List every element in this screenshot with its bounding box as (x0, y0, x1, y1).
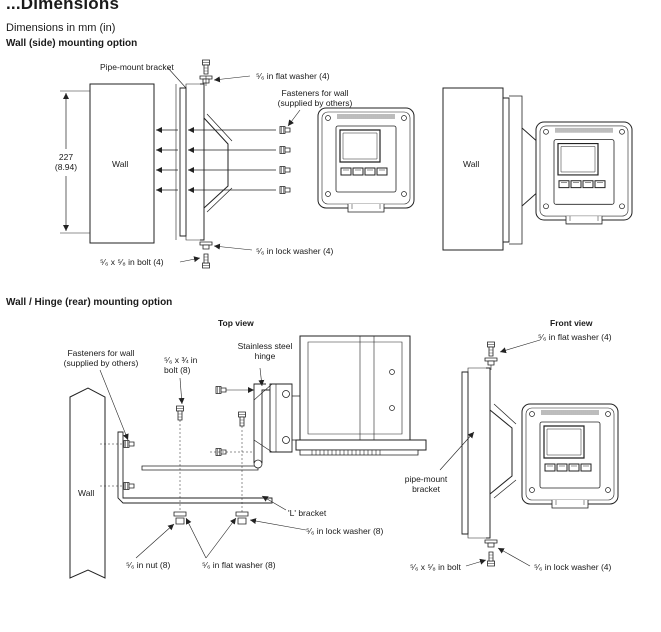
hinge-top-view (70, 336, 426, 578)
label-front-pipe-mount-bracket: pipe-mount bracket (396, 474, 456, 494)
section-heading-wall-side: Wall (side) mounting option (6, 38, 138, 49)
label-l-bracket: 'L' bracket (288, 508, 327, 518)
label-front-pipe-mount-line1: pipe-mount (404, 474, 448, 484)
label-wall-top-view: Wall (78, 488, 95, 498)
label-top-wall-fasteners-line1: Fasteners for wall (67, 348, 135, 358)
label-wall-right: Wall (463, 159, 480, 169)
label-wall-fasteners-line2: (supplied by others) (277, 98, 353, 108)
dimension-in-value: (8.94) (54, 162, 78, 172)
page-title: ...Dimensions (6, 0, 120, 13)
label-front-bolt: ⁵⁄₆ x ⁵⁄₈ in bolt (410, 562, 461, 572)
label-stainless-hinge: Stainless steel hinge (232, 341, 298, 361)
page-subtitle: Dimensions in mm (in) (6, 22, 116, 34)
label-bolt-8: ⁵⁄₆ x ¾ in bolt (8) (164, 355, 197, 375)
label-pipe-mount-bracket: Pipe-mount bracket (100, 62, 174, 72)
label-front-flat-washer-4: ⁵⁄₆ in flat washer (4) (538, 332, 612, 342)
label-bolt-8-line1: ⁵⁄₆ x ¾ in (164, 355, 198, 365)
wall-side-assembled-view (443, 88, 633, 250)
label-top-wall-fasteners: Fasteners for wall (supplied by others) (54, 348, 148, 368)
label-front-pipe-mount-line2: bracket (412, 484, 440, 494)
label-bolt-4: ⁵⁄₆ x ⁵⁄₈ in bolt (4) (100, 257, 164, 267)
wall-block (90, 84, 154, 243)
label-front-view: Front view (550, 318, 593, 328)
dimension-227-mm: 227 (8.94) (46, 152, 86, 172)
label-front-lock-washer-4: ⁵⁄₆ in lock washer (4) (534, 562, 612, 572)
label-stainless-hinge-line2: hinge (254, 351, 276, 361)
label-flat-washer-8: ⁵⁄₆ in flat washer (8) (202, 560, 276, 570)
label-flat-washer-4: ⁵⁄₆ in flat washer (4) (256, 71, 330, 81)
label-wall-left: Wall (112, 159, 129, 169)
label-lock-washer-8: ⁵⁄₆ in lock washer (8) (306, 526, 384, 536)
label-wall-fasteners-line1: Fasteners for wall (281, 88, 349, 98)
section-heading-wall-hinge: Wall / Hinge (rear) mounting option (6, 297, 173, 308)
label-nut-8: ⁵⁄₆ in nut (8) (126, 560, 171, 570)
hinge-front-view (440, 340, 619, 567)
label-wall-fasteners: Fasteners for wall (supplied by others) (268, 88, 362, 108)
label-top-view: Top view (218, 318, 254, 328)
label-lock-washer-4: ⁵⁄₆ in lock washer (4) (256, 246, 334, 256)
label-top-wall-fasteners-line2: (supplied by others) (63, 358, 139, 368)
label-stainless-hinge-line1: Stainless steel (237, 341, 293, 351)
label-bolt-8-line2: bolt (8) (164, 365, 191, 375)
wall-side-exploded-view (60, 59, 415, 269)
dimension-mm-value: 227 (58, 152, 74, 162)
